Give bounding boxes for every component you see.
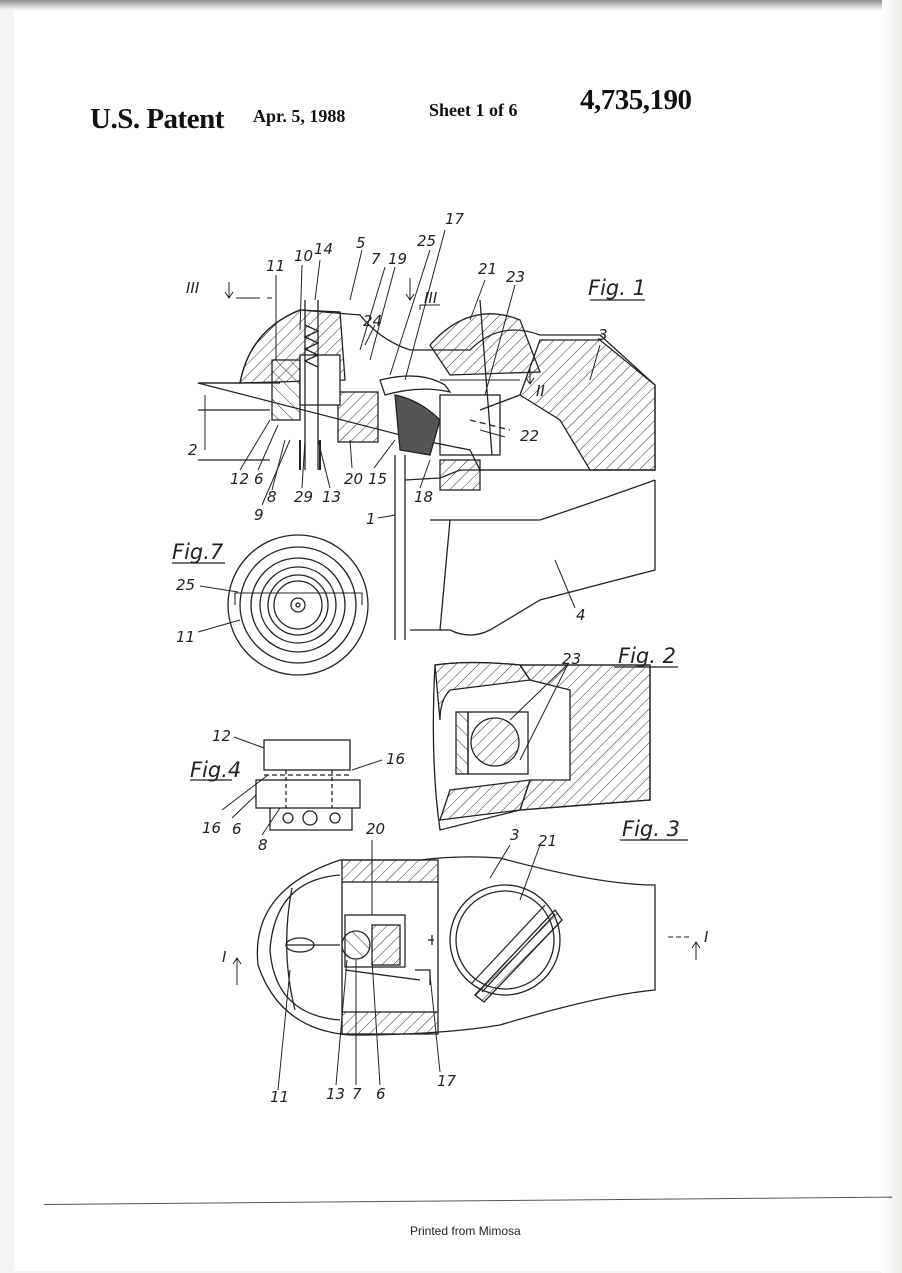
ref-numeral: 10 (294, 247, 313, 265)
ref-numeral: 21 (478, 260, 497, 278)
ref-numeral: 6 (376, 1085, 386, 1103)
ref-numeral: 12 (212, 727, 231, 745)
ref-numeral: 5 (356, 234, 366, 252)
ref-numeral: 4 (576, 606, 586, 624)
ref-numeral: 16 (202, 819, 221, 837)
ref-numeral: 17 (445, 210, 465, 228)
figure-7-drawing (198, 535, 368, 675)
footer-text: Printed from Mimosa (410, 1224, 521, 1238)
section-mark-i-left: I (222, 948, 227, 966)
ref-numeral: 23 (562, 650, 581, 668)
ref-numeral: 19 (388, 250, 407, 268)
ref-numeral: 18 (414, 488, 433, 506)
ref-numeral: 3 (510, 826, 520, 844)
ref-numeral: 3 (598, 326, 608, 344)
ref-numeral: 29 (294, 488, 313, 506)
figure-label-fig3: Fig. 3 (622, 817, 680, 841)
figure-label-fig2: Fig. 2 (618, 644, 676, 668)
ref-numeral: 6 (254, 470, 264, 488)
figure-4-drawing (222, 737, 382, 835)
ref-numeral: 7 (352, 1085, 362, 1103)
ref-numeral: 20 (366, 820, 385, 838)
ref-numeral: 11 (266, 257, 285, 275)
section-mark-i-right: I (704, 928, 709, 946)
ref-numeral: 8 (267, 488, 277, 506)
ref-numeral: 7 (371, 250, 381, 268)
figure-label-fig7: Fig.7 (172, 540, 224, 564)
figure-label-fig4: Fig.4 (190, 758, 241, 782)
ref-numeral: 13 (326, 1085, 345, 1103)
ref-numeral: 17 (437, 1072, 457, 1090)
section-mark-iii-right: III (424, 289, 438, 307)
figure-2-drawing (433, 663, 650, 831)
ref-numeral: 25 (176, 576, 195, 594)
ref-numeral: 13 (322, 488, 341, 506)
ref-numeral: 14 (314, 240, 333, 258)
ref-numeral: 1 (366, 510, 376, 528)
figure-label-fig1: Fig. 1 (588, 276, 646, 300)
ref-numeral: 12 (230, 470, 249, 488)
ref-numeral: 8 (258, 836, 268, 854)
ref-numeral: 24 (363, 312, 382, 330)
ref-numeral: 11 (176, 628, 195, 646)
ref-numeral: 21 (538, 832, 557, 850)
section-mark-ii: II (536, 382, 545, 400)
ref-numeral: 23 (506, 268, 525, 286)
figure-3-drawing (233, 840, 700, 1090)
ref-numeral: 9 (254, 506, 264, 524)
ref-numeral: 25 (417, 232, 436, 250)
ref-numeral: 2 (188, 441, 198, 459)
ref-numeral: 15 (368, 470, 387, 488)
ref-numeral: 6 (232, 820, 242, 838)
ref-numeral: 20 (344, 470, 363, 488)
ref-numeral: 22 (520, 427, 539, 445)
ref-numeral: 11 (270, 1088, 289, 1106)
section-mark-iii-left: III (186, 279, 200, 297)
ref-numeral: 16 (386, 750, 405, 768)
